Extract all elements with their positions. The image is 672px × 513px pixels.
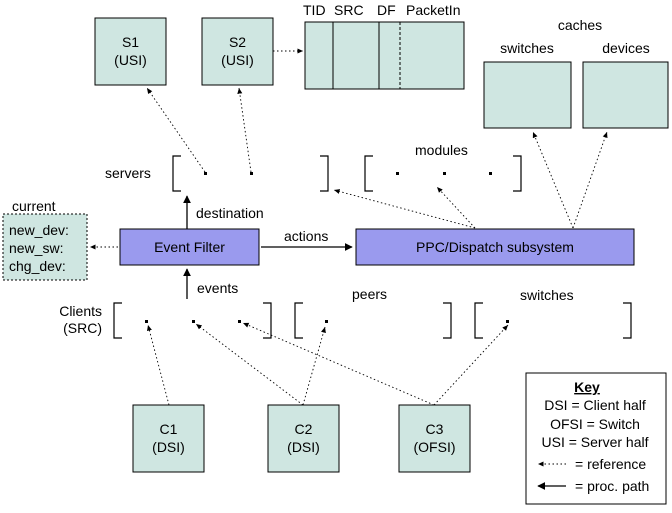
- module-slot-2: [443, 172, 446, 175]
- clients-label-line1: Clients: [59, 303, 102, 319]
- dispatch-label: PPC/Dispatch subsystem: [416, 239, 574, 255]
- server-slot-2: [250, 172, 253, 175]
- peers-label: peers: [352, 286, 387, 302]
- client-c3-box: C3 (OFSI): [398, 404, 471, 473]
- current-box: [2, 213, 88, 281]
- servers-bracket: [172, 155, 329, 192]
- cache-switches-label: switches: [500, 40, 554, 56]
- peers-bracket: [294, 302, 452, 339]
- client-c2-type: (DSI): [287, 439, 320, 455]
- packet-header: TID SRC DF PacketIn: [303, 2, 465, 90]
- c2-to-client-slot2-arrow: [195, 323, 304, 406]
- key-reference-label: = reference: [575, 456, 646, 472]
- module-slot-3: [489, 172, 492, 175]
- cache-switches-box: [483, 61, 572, 129]
- client-c3-type: (OFSI): [414, 439, 456, 455]
- server-s2-type: (USI): [221, 52, 254, 68]
- client-c2-box: C2 (DSI): [267, 404, 340, 473]
- client-slot-1: [145, 320, 148, 323]
- client-c1-name: C1: [160, 421, 178, 437]
- key-title: Key: [574, 379, 600, 395]
- server-slot-1: [204, 172, 207, 175]
- c3-to-client-slot3-arrow: [242, 322, 435, 406]
- dispatch-to-servers-arrow: [333, 189, 476, 229]
- dispatch-box: [355, 228, 635, 266]
- key-dsi: DSI = Client half: [544, 397, 646, 413]
- modules-bracket: [364, 155, 522, 192]
- switch-slot-1: [506, 320, 509, 323]
- key-usi: USI = Server half: [542, 434, 649, 450]
- cache-devices-label: devices: [602, 40, 649, 56]
- client-c1-box: C1 (DSI): [132, 404, 205, 473]
- current-chg-dev: chg_dev:: [9, 258, 66, 274]
- caches-title: caches: [558, 17, 602, 33]
- client-c2-name: C2: [295, 421, 313, 437]
- actions-label: actions: [284, 228, 328, 244]
- module-slot-1: [396, 172, 399, 175]
- event-filter-label: Event Filter: [154, 239, 225, 255]
- event-filter-box: [119, 228, 260, 266]
- c1-to-client-slot1-arrow: [147, 324, 170, 406]
- client-c3-name: C3: [426, 421, 444, 437]
- slot1-to-s1-arrow: [146, 87, 206, 173]
- peer-slot-1: [325, 320, 328, 323]
- client-slot-2: [192, 320, 195, 323]
- current-new-sw: new_sw:: [9, 240, 63, 256]
- server-s2-box: S2 (USI): [201, 17, 274, 86]
- clients-label-line2: (SRC): [63, 320, 102, 336]
- dispatch-to-device-cache-arrow: [572, 131, 608, 229]
- cache-devices-box: [582, 61, 669, 129]
- packet-packetin-label: PacketIn: [406, 2, 460, 18]
- key-proc-label: = proc. path: [575, 478, 649, 494]
- current-new-dev: new_dev:: [9, 222, 69, 238]
- servers-label: servers: [105, 165, 151, 181]
- packet-tid-label: TID: [303, 2, 326, 18]
- modules-label: modules: [415, 142, 468, 158]
- server-s2-name: S2: [229, 34, 246, 50]
- switches-bracket: [474, 302, 632, 339]
- slot2-to-s2-arrow: [237, 87, 252, 173]
- c3-to-switch-slot1-arrow: [433, 324, 509, 406]
- key-ofsi: OFSI = Switch: [550, 416, 640, 432]
- packet-src-label: SRC: [334, 2, 364, 18]
- current-title: current: [12, 198, 56, 214]
- packet-df-label: DF: [377, 2, 396, 18]
- dispatch-to-modules-arrow: [436, 186, 476, 229]
- events-label: events: [197, 280, 238, 296]
- legend-key: Key DSI = Client half OFSI = Switch USI …: [525, 372, 667, 505]
- c2-to-peer-slot1-arrow: [302, 326, 326, 406]
- clients-bracket: [113, 302, 272, 339]
- server-s1-box: S1 (USI): [94, 17, 167, 86]
- destination-label: destination: [196, 205, 264, 221]
- switches-label: switches: [520, 287, 574, 303]
- client-c1-type: (DSI): [152, 439, 185, 455]
- server-s1-type: (USI): [114, 52, 147, 68]
- dispatch-to-switch-cache-arrow: [532, 131, 574, 229]
- server-s1-name: S1: [122, 34, 139, 50]
- client-slot-3: [238, 320, 241, 323]
